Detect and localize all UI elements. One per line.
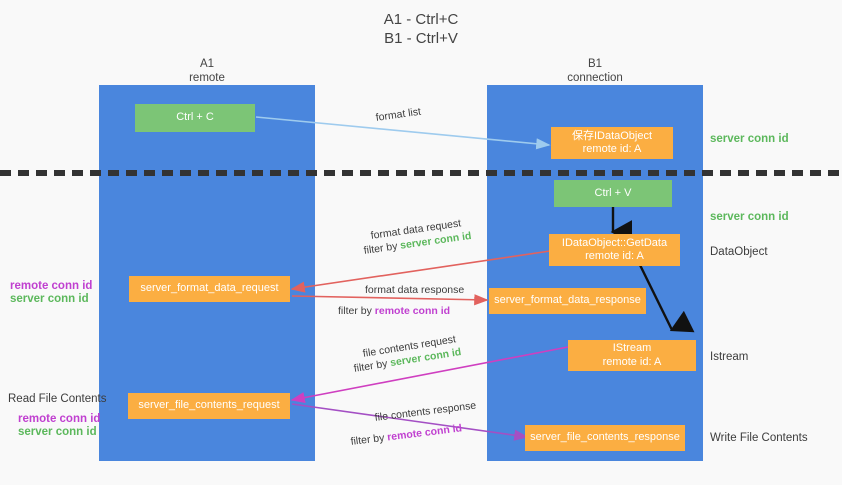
arrowlabel-format-list-text: format list bbox=[375, 105, 422, 124]
box-istream-line2: remote id: A bbox=[602, 355, 662, 368]
diagram-title: A1 - Ctrl+C B1 - Ctrl+V bbox=[0, 10, 842, 48]
filter-prefix: filter by bbox=[363, 239, 402, 257]
box-save-idataobject-line1: 保存IDataObject bbox=[571, 129, 653, 142]
box-istream[interactable]: IStream remote id: A bbox=[568, 340, 696, 371]
label-server-conn-id-top: server conn id bbox=[710, 133, 789, 145]
column-b1-name: B1 bbox=[587, 58, 603, 70]
box-ctrl-c[interactable]: Ctrl + C bbox=[135, 104, 255, 132]
box-server-format-data-response-label: server_format_data_response bbox=[494, 294, 641, 307]
box-server-file-contents-request[interactable]: server_file_contents_request bbox=[128, 393, 290, 419]
column-a1-role: remote bbox=[189, 72, 225, 84]
filter-prefix: filter by bbox=[353, 357, 392, 375]
box-server-file-contents-response[interactable]: server_file_contents_response bbox=[525, 425, 685, 451]
box-istream-line1: IStream bbox=[612, 342, 652, 354]
arrowlabel-format-list: format list bbox=[375, 106, 422, 125]
label-read-file-contents: Read File Contents bbox=[8, 393, 107, 405]
box-save-idataobject-line2: remote id: A bbox=[582, 143, 642, 155]
label-istream: Istream bbox=[710, 351, 749, 363]
title-line-1: A1 - Ctrl+C bbox=[383, 11, 459, 28]
filter-key-remote-conn-id: remote conn id bbox=[374, 305, 451, 317]
box-save-idataobject[interactable]: 保存IDataObject remote id: A bbox=[551, 127, 673, 159]
box-idataobject-getdata[interactable]: IDataObject::GetData remote id: A bbox=[549, 234, 680, 266]
box-getdata-line1: IDataObject::GetData bbox=[561, 236, 668, 249]
label-server-conn-id-mid: server conn id bbox=[710, 211, 789, 223]
label-remote-conn-id-1: remote conn id bbox=[10, 280, 93, 292]
label-server-conn-id-2: server conn id bbox=[18, 426, 97, 438]
label-remote-conn-id-2: remote conn id bbox=[18, 413, 101, 425]
box-ctrl-v-label: Ctrl + V bbox=[594, 186, 632, 199]
filter-key-remote-conn-id: remote conn id bbox=[386, 422, 463, 444]
label-dataobject: DataObject bbox=[710, 246, 768, 258]
box-server-format-data-request[interactable]: server_format_data_request bbox=[129, 276, 290, 302]
column-b1-role: connection bbox=[567, 72, 623, 84]
box-server-format-data-request-label: server_format_data_request bbox=[140, 282, 279, 295]
box-server-format-data-response[interactable]: server_format_data_response bbox=[489, 288, 646, 314]
title-line-2: B1 - Ctrl+V bbox=[384, 30, 458, 47]
box-server-file-contents-response-label: server_file_contents_response bbox=[530, 431, 680, 444]
arrowlabel-format-data-response-text: format data response bbox=[365, 284, 465, 296]
box-ctrl-v[interactable]: Ctrl + V bbox=[554, 180, 672, 207]
arrowlabel-file-contents-response-filter: filter by remote conn id bbox=[350, 422, 463, 449]
label-server-conn-id-1: server conn id bbox=[10, 293, 89, 305]
box-getdata-line2: remote id: A bbox=[585, 250, 644, 262]
boundary-dashed-line bbox=[0, 170, 842, 176]
column-header-b1: B1 connection bbox=[487, 57, 703, 85]
column-header-a1: A1 remote bbox=[99, 57, 315, 85]
label-write-file-contents: Write File Contents bbox=[710, 432, 808, 444]
filter-prefix: filter by bbox=[350, 431, 388, 448]
arrowlabel-format-data-response: format data response bbox=[365, 284, 464, 297]
column-a1-name: A1 bbox=[199, 58, 215, 70]
arrowlabel-format-data-response-filter: filter by remote conn id bbox=[338, 305, 450, 318]
box-server-file-contents-request-label: server_file_contents_request bbox=[138, 399, 280, 412]
filter-prefix: filter by bbox=[338, 305, 375, 317]
box-ctrl-c-label: Ctrl + C bbox=[176, 111, 214, 124]
arrowlabel-file-contents-response-text: file contents response bbox=[374, 399, 477, 424]
arrowlabel-file-contents-response: file contents response bbox=[374, 400, 477, 425]
